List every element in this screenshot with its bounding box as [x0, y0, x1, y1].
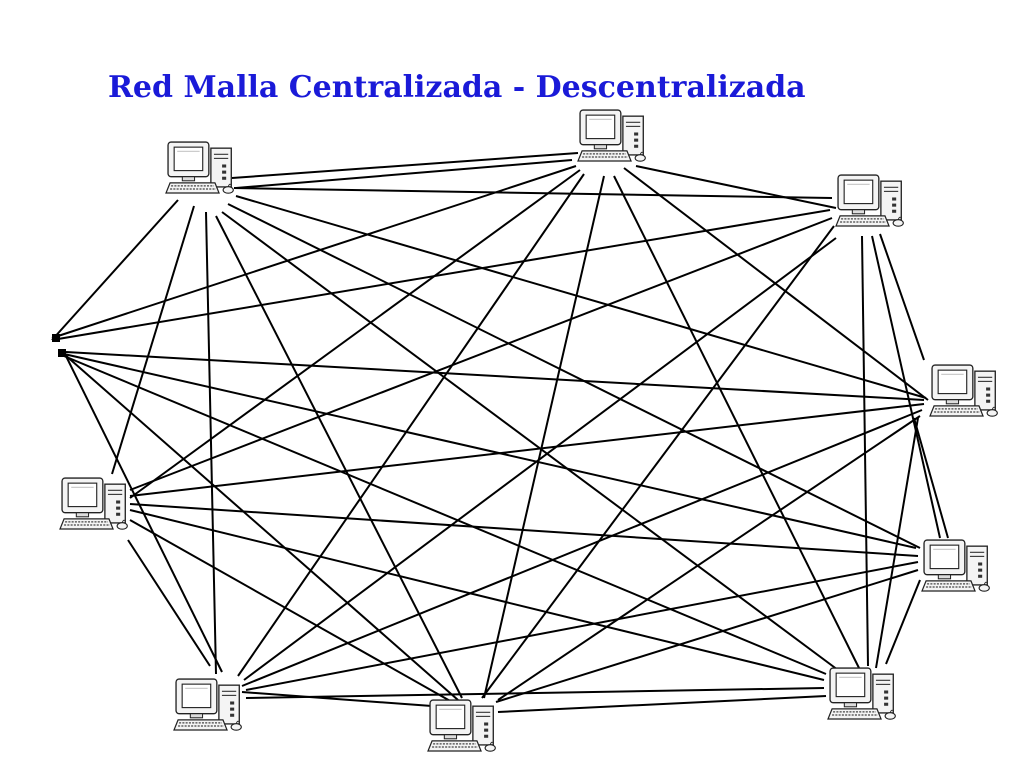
connection-line: [215, 215, 463, 699]
desktop-computer-icon: [427, 699, 496, 752]
slide-title: Red Malla Centralizada - Descentralizada: [108, 70, 806, 105]
connection-line: [245, 687, 825, 699]
desktop-computer-icon: [59, 477, 128, 530]
left-terminal-lower: [58, 349, 66, 357]
computer-bottom-right: [827, 667, 896, 720]
connection-line: [879, 233, 925, 361]
connection-line: [497, 695, 827, 713]
connection-line: [129, 403, 925, 497]
desktop-computer-icon: [835, 174, 904, 227]
connection-line: [51, 199, 179, 341]
connection-line: [51, 209, 831, 341]
connection-line: [241, 691, 433, 707]
connection-line: [111, 205, 195, 475]
connection-line: [129, 169, 581, 499]
connection-line: [235, 159, 573, 189]
connection-line: [871, 235, 941, 539]
connection-line: [63, 353, 459, 701]
connection-line: [245, 561, 919, 691]
connection-line: [231, 152, 579, 179]
desktop-computer-icon: [921, 539, 990, 592]
connection-line: [861, 235, 869, 667]
connection-line: [237, 173, 585, 677]
connection-line: [497, 415, 921, 701]
connection-line: [63, 355, 827, 675]
connection-line: [129, 509, 825, 681]
connection-line: [635, 165, 837, 209]
connection-line: [51, 165, 577, 339]
connection-line: [483, 175, 605, 699]
connection-line: [913, 417, 949, 539]
computer-lower-right: [921, 539, 990, 592]
connection-line: [885, 579, 921, 665]
desktop-computer-icon: [929, 364, 998, 417]
connection-line: [129, 217, 833, 491]
connection-line: [221, 211, 839, 671]
connection-line: [233, 187, 833, 199]
desktop-computer-icon: [577, 109, 646, 162]
left-terminal-upper: [52, 334, 60, 342]
connection-line: [241, 409, 923, 687]
connection-line: [63, 351, 223, 673]
connection-line: [495, 569, 919, 703]
desktop-computer-icon: [173, 678, 242, 731]
connection-line: [63, 353, 917, 549]
connection-line: [129, 503, 919, 557]
connection-line: [127, 539, 211, 667]
computer-right: [929, 364, 998, 417]
connection-line: [227, 203, 921, 549]
connection-line: [243, 237, 837, 681]
computer-bottom-center: [427, 699, 496, 752]
connection-line: [481, 225, 835, 699]
computer-top-right: [835, 174, 904, 227]
desktop-computer-icon: [827, 667, 896, 720]
connection-line: [65, 351, 925, 401]
computer-top-left: [165, 141, 234, 194]
connection-line: [129, 519, 453, 703]
connection-line: [205, 211, 217, 675]
computer-top-center: [577, 109, 646, 162]
desktop-computer-icon: [165, 141, 234, 194]
connection-line: [235, 195, 927, 399]
computer-bottom-left: [173, 678, 242, 731]
connection-line: [613, 175, 861, 671]
computer-left: [59, 477, 128, 530]
